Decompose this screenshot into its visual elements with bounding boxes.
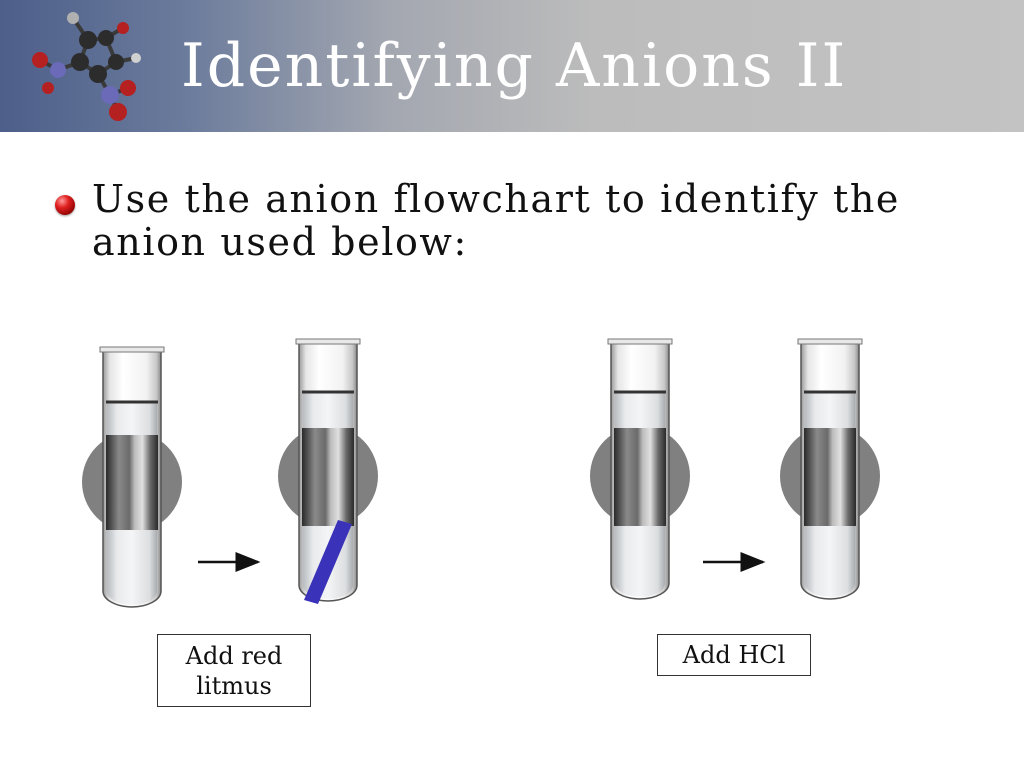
step-label-add-hcl: Add HCl <box>657 634 811 676</box>
test-tube <box>82 346 182 608</box>
slide-title: Identifying Anions II <box>181 31 848 101</box>
test-tube-diagram <box>82 338 880 608</box>
bullet-text: Use the anion flowchart to identify the … <box>92 177 901 264</box>
test-tube <box>590 338 690 600</box>
test-tube <box>278 338 378 604</box>
test-tube <box>780 338 880 600</box>
step-label-line: litmus <box>196 672 272 700</box>
step-label-line: Add red <box>185 642 283 670</box>
step-label-add-red-litmus: Add red litmus <box>157 634 311 707</box>
litmus-strip <box>304 520 352 604</box>
title-bar: Identifying Anions II <box>0 0 1024 132</box>
molecule-logo-icon <box>32 12 141 121</box>
bullet-icon <box>55 195 75 215</box>
step-label-line: Add HCl <box>682 641 786 669</box>
